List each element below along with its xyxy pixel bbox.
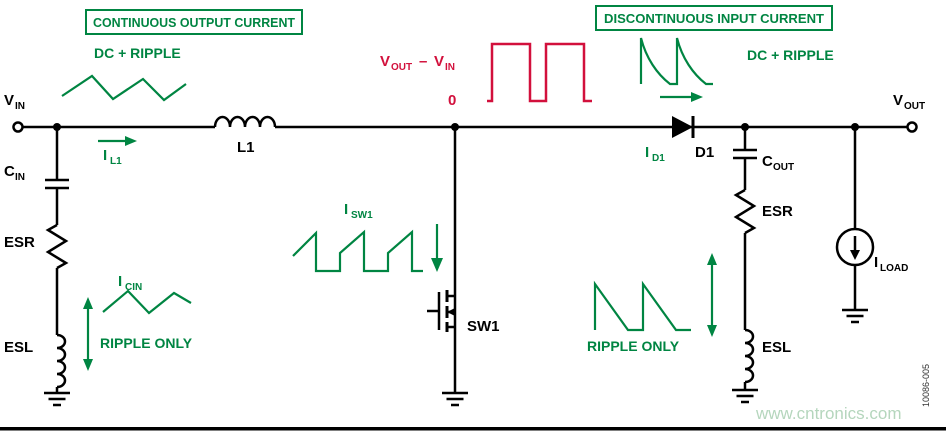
isw1-label: I: [344, 201, 348, 218]
diode-d1: [672, 116, 693, 138]
discontinuous-input-box: [595, 5, 833, 31]
esl-left-label: ESL: [4, 339, 33, 356]
ripple-span-arrow-right-bottom: [707, 325, 717, 337]
figure-number: 10086-005: [921, 364, 931, 407]
ground-left-bars: [44, 391, 70, 407]
ripple-span-arrow-right-top: [707, 253, 717, 265]
continuous-output-box: [85, 9, 303, 35]
waveform-cout-ripple: [593, 280, 691, 332]
iload-label: I: [874, 254, 878, 271]
vout-terminal: [906, 121, 918, 133]
waveform-il1-ripple: [61, 74, 187, 102]
inductor-esl-left: [56, 333, 67, 389]
id1-arrow-head: [691, 92, 703, 102]
il1-label-sub: L1: [110, 156, 122, 167]
green-annotations: [61, 5, 833, 371]
ripple-span-arrow-left-bottom: [83, 359, 93, 371]
capacitor-cin: [45, 178, 69, 190]
waveform-vout-minus-vin: [487, 42, 592, 103]
vin-terminal: [12, 121, 24, 133]
inductor-esl-right: [744, 328, 755, 384]
cin-label-sub: IN: [15, 172, 25, 183]
resistor-esr-right: [733, 188, 757, 235]
icin-label: I: [118, 273, 122, 290]
dc-ripple-left-label: DC + RIPPLE: [94, 45, 181, 61]
ground-right-bars: [732, 388, 758, 404]
circuit-schematic: [12, 115, 918, 407]
il1-label: I: [103, 147, 107, 164]
esl-right-label: ESL: [762, 339, 791, 356]
mosfet-body-arrow: [447, 308, 455, 316]
bottom-rule: [0, 427, 946, 431]
waveform-id1-fins: [639, 37, 713, 86]
resistor-esr-left: [45, 223, 69, 270]
id1-label: I: [645, 144, 649, 161]
vout-minus-vin-sub2: IN: [445, 62, 455, 73]
continuous-output-title: CONTINUOUS OUTPUT CURRENT: [93, 15, 295, 30]
waveform-isw1: [292, 229, 423, 273]
zero-level-label: 0: [448, 92, 456, 109]
vout-minus-vin-sub1: OUT: [391, 62, 412, 73]
id1-label-sub: D1: [652, 153, 665, 164]
dc-ripple-right-label: DC + RIPPLE: [747, 47, 834, 63]
discontinuous-input-title: DISCONTINUOUS INPUT CURRENT: [604, 11, 824, 26]
sw1-label: SW1: [467, 318, 500, 335]
vin-label: V: [4, 92, 14, 109]
vout-minus-vin-v1: V: [380, 53, 390, 70]
esr-right-label: ESR: [762, 203, 793, 220]
il1-arrow-head: [125, 136, 137, 146]
cout-label-sub: OUT: [773, 162, 794, 173]
l1-label: L1: [237, 139, 255, 156]
cout-label: C: [762, 153, 773, 170]
ground-center: [442, 391, 468, 407]
ripple-only-right-label: RIPPLE ONLY: [587, 338, 680, 354]
vout-label-sub: OUT: [904, 101, 925, 112]
ground-left: [44, 391, 70, 407]
watermark: www.cntronics.com: [755, 404, 901, 423]
ripple-span-arrow-left-top: [83, 297, 93, 309]
d1-label: D1: [695, 144, 714, 161]
waveform-icin-ripple: [102, 289, 192, 315]
capacitor-cout: [733, 148, 757, 160]
ground-right: [732, 388, 758, 404]
isw1-label-sub: SW1: [351, 210, 373, 221]
esr-left-label: ESR: [4, 234, 35, 251]
vout-minus-vin-minus: –: [419, 53, 427, 70]
ripple-only-left-label: RIPPLE ONLY: [100, 335, 193, 351]
ground-iload: [842, 308, 868, 324]
iload-arrow-head: [850, 250, 860, 260]
icin-label-sub: CIN: [125, 282, 142, 293]
ground-center-bars: [442, 391, 468, 407]
inductor-l1: [213, 115, 277, 128]
vin-label-sub: IN: [15, 101, 25, 112]
vout-label: V: [893, 92, 903, 109]
vout-minus-vin-v2: V: [434, 53, 444, 70]
iload-label-sub: LOAD: [880, 263, 908, 274]
cin-label: C: [4, 163, 15, 180]
isw1-arrow-head: [431, 258, 443, 272]
ground-iload-bars: [842, 308, 868, 324]
